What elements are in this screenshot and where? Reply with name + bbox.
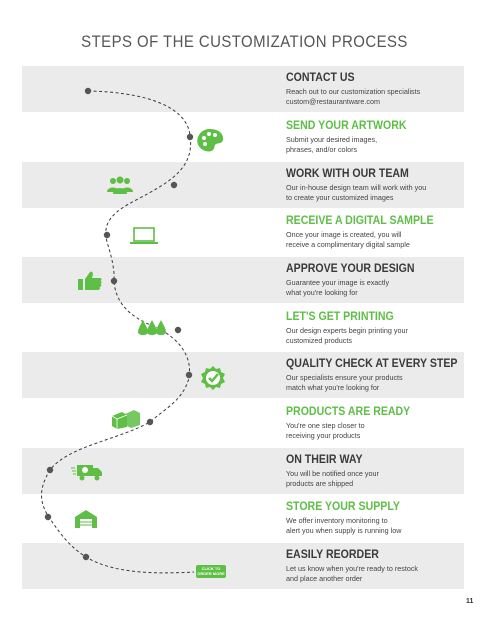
step-title: SEND YOUR ARTWORK: [286, 120, 407, 132]
step-desc-line: phrases, and/or colors: [286, 145, 358, 154]
step-desc-line: Our in-house design team will work with …: [286, 183, 427, 192]
ink-drops-icon: [138, 320, 166, 335]
boxes-icon: [111, 410, 140, 429]
step-desc-line: Submit your desired images,: [286, 135, 378, 144]
step-get-printing: LET'S GET PRINTING Our design experts be…: [22, 305, 464, 351]
step-description: Let us know when you're ready to restock…: [286, 564, 418, 584]
order-more-line1: CLICK TO: [201, 566, 221, 571]
warehouse-icon: [75, 510, 97, 528]
step-title: LET'S GET PRINTING: [286, 311, 394, 323]
step-desc-line: You're one step closer to: [286, 421, 365, 430]
step-products-ready: PRODUCTS ARE READY You're one step close…: [22, 400, 464, 446]
step-desc-line: match what you're looking for: [286, 383, 380, 392]
quality-badge-icon: [201, 366, 225, 390]
step-title: RECEIVE A DIGITAL SAMPLE: [286, 215, 434, 227]
step-desc-line: You will be notified once your: [286, 469, 379, 478]
step-quality-check: QUALITY CHECK AT EVERY STEP Our speciali…: [22, 352, 464, 398]
step-easily-reorder: EASILY REORDER Let us know when you're r…: [22, 543, 464, 589]
thumbs-up-icon: [78, 271, 102, 290]
step-description: You will be notified once your products …: [286, 469, 379, 489]
palette-icon: [197, 129, 224, 152]
delivery-truck-icon: [71, 465, 102, 481]
step-desc-line: receive a complimentary digital sample: [286, 240, 410, 249]
step-title: STORE YOUR SUPPLY: [286, 501, 400, 513]
step-description: You're one step closer to receiving your…: [286, 421, 365, 441]
step-description: We offer inventory monitoring to alert y…: [286, 516, 401, 536]
step-description: Reach out to our customization specialis…: [286, 87, 420, 107]
step-desc-line: Our specialists ensure your products: [286, 373, 403, 382]
team-icon: [107, 176, 133, 194]
step-desc-line: to create your customized images: [286, 193, 394, 202]
step-desc-line: custom@restaurantware.com: [286, 97, 380, 106]
step-digital-sample: RECEIVE A DIGITAL SAMPLE Once your image…: [22, 209, 464, 255]
step-title: QUALITY CHECK AT EVERY STEP: [286, 358, 458, 370]
step-desc-line: Our design experts begin printing your: [286, 326, 408, 335]
step-desc-line: alert you when supply is running low: [286, 526, 402, 535]
order-more-line2: ORDER MORE: [197, 571, 225, 576]
step-desc-line: and place another order: [286, 574, 363, 583]
step-desc-line: We offer inventory monitoring to: [286, 516, 388, 525]
page-title: STEPS OF THE CUSTOMIZATION PROCESS: [81, 32, 408, 51]
order-more-button[interactable]: CLICK TO ORDER MORE: [196, 565, 226, 578]
step-desc-line: Guarantee your image is exactly: [286, 278, 390, 287]
step-description: Our in-house design team will work with …: [286, 183, 426, 203]
step-title: ON THEIR WAY: [286, 454, 363, 466]
step-description: Submit your desired images, phrases, and…: [286, 135, 377, 155]
step-desc-line: what you're looking for: [286, 288, 358, 297]
step-title: APPROVE YOUR DESIGN: [286, 263, 415, 275]
page-number: 11: [466, 598, 474, 605]
step-title: WORK WITH OUR TEAM: [286, 168, 409, 180]
step-title: CONTACT US: [286, 72, 355, 84]
step-contact-us: CONTACT US Reach out to our customizatio…: [22, 66, 464, 112]
step-work-with-team: WORK WITH OUR TEAM Our in-house design t…: [22, 162, 464, 208]
step-send-artwork: SEND YOUR ARTWORK Submit your desired im…: [22, 114, 464, 160]
step-description: Our design experts begin printing your c…: [286, 326, 408, 346]
step-desc-line: products are shipped: [286, 479, 354, 488]
step-desc-line: Let us know when you're ready to restock: [286, 564, 419, 573]
laptop-icon: [130, 227, 158, 244]
step-description: Our specialists ensure your products mat…: [286, 373, 403, 393]
step-title: EASILY REORDER: [286, 549, 379, 561]
step-desc-line: receiving your products: [286, 431, 361, 440]
step-desc-line: Reach out to our customization specialis…: [286, 87, 421, 96]
step-description: Once your image is created, you will rec…: [286, 230, 410, 250]
step-desc-line: Once your image is created, you will: [286, 230, 402, 239]
step-description: Guarantee your image is exactly what you…: [286, 278, 389, 298]
step-title: PRODUCTS ARE READY: [286, 406, 411, 418]
step-desc-line: customized products: [286, 336, 352, 345]
step-store-supply: STORE YOUR SUPPLY We offer inventory mon…: [22, 495, 464, 541]
path-dots: [44, 87, 194, 561]
